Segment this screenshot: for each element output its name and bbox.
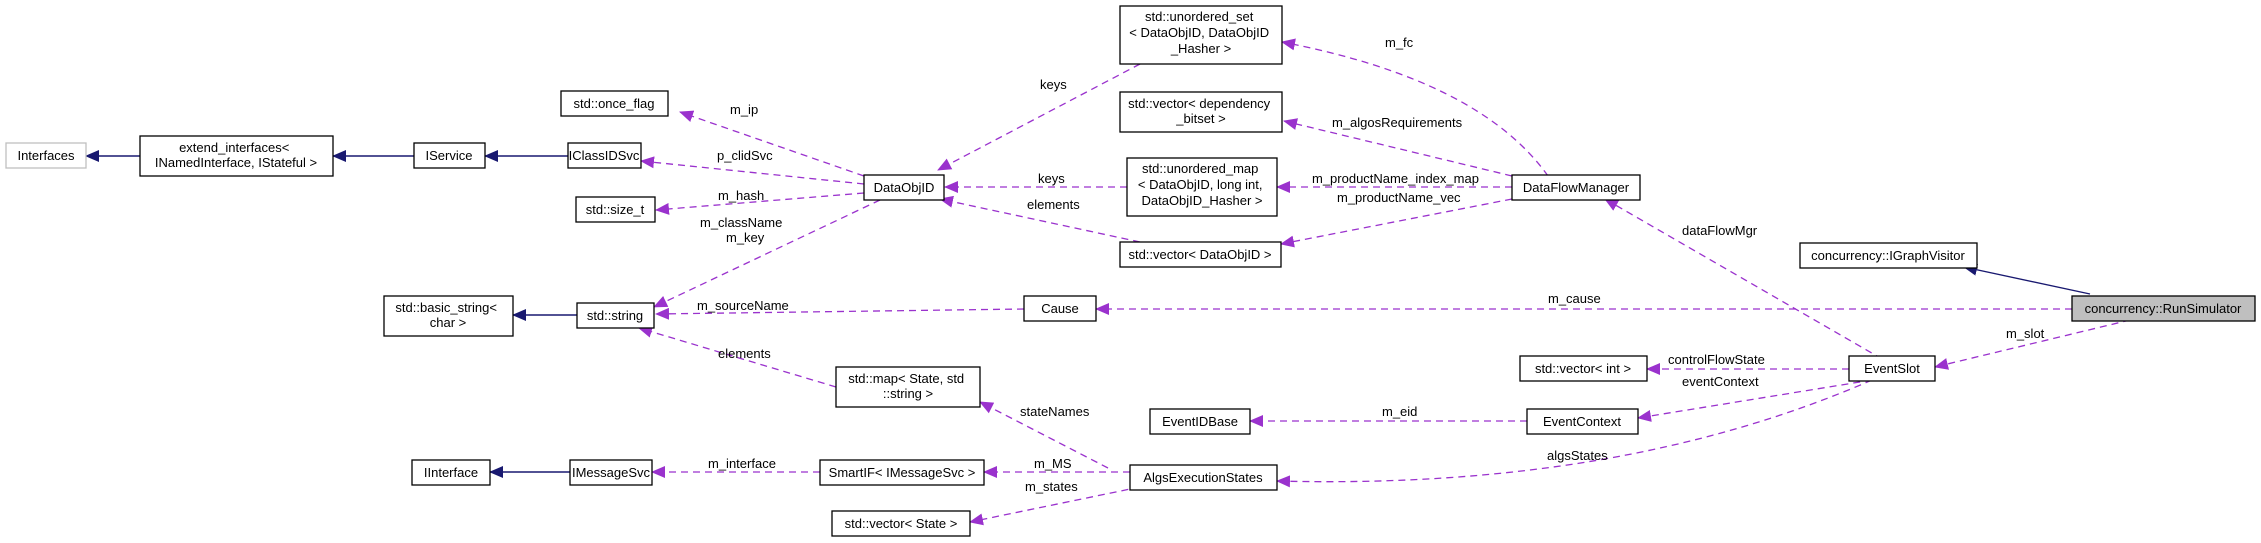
node-iinterface[interactable]: IInterface	[411, 459, 491, 486]
node-iclassidsvc[interactable]: IClassIDSvc	[567, 142, 642, 169]
label-algsstates: algsStates	[1547, 448, 1608, 463]
svg-text:Cause: Cause	[1041, 301, 1079, 316]
node-vector-dependency-bitset[interactable]: std::vector< dependency _bitset >	[1119, 91, 1283, 133]
label-m-states: m_states	[1025, 479, 1078, 494]
edge-dataobjid-to-sizet	[655, 192, 865, 215]
node-eventslot[interactable]: EventSlot	[1848, 355, 1936, 382]
label-m-algosrequirements: m_algosRequirements	[1332, 115, 1463, 130]
edge-runsimulator-to-eventslot	[1934, 319, 2131, 370]
svg-text:DataObjID: DataObjID	[874, 180, 935, 195]
svg-text:std::unordered_set < D: std::unordered_set < DataObjID, DataObjI…	[1129, 9, 1272, 56]
edge-runsimulator-to-igraphvisitor	[1963, 263, 2091, 295]
node-extend-interfaces[interactable]: extend_interfaces< INamedInterface, ISta…	[139, 135, 334, 177]
svg-text:IClassIDSvc: IClassIDSvc	[569, 148, 640, 163]
node-cause[interactable]: Cause	[1023, 295, 1097, 322]
edge-dataflowmanager-to-unorderedset	[1281, 38, 1549, 177]
label-m-productname-index-map: m_productName_index_map	[1312, 171, 1479, 186]
node-eventcontext[interactable]: EventContext	[1526, 408, 1639, 435]
node-imessagesvc[interactable]: IMessageSvc	[569, 459, 653, 486]
svg-text:std::vector< State >: std::vector< State >	[845, 516, 958, 531]
label-m-ms: m_MS	[1034, 456, 1072, 471]
svg-text:std::vector< DataObjID >: std::vector< DataObjID >	[1128, 247, 1271, 262]
label-keys-map: keys	[1038, 171, 1065, 186]
node-unordered-set[interactable]: std::unordered_set < DataObjID, DataObjI…	[1119, 5, 1283, 65]
label-statenames: stateNames	[1020, 404, 1090, 419]
edge-unorderedset-to-dataobjid	[937, 63, 1141, 171]
label-m-sourcename: m_sourceName	[697, 298, 789, 313]
label-p-clidsvc: p_clidSvc	[717, 148, 773, 163]
node-iservice[interactable]: IService	[413, 142, 486, 169]
label-m-eid: m_eid	[1382, 404, 1417, 419]
node-vector-int[interactable]: std::vector< int >	[1519, 355, 1648, 382]
edge-dataflowmanager-to-vectordep	[1283, 118, 1513, 177]
node-vector-dataobjid[interactable]: std::vector< DataObjID >	[1119, 241, 1282, 268]
edge-dataobjid-to-iclassidsvc	[640, 156, 865, 185]
edge-dataobjid-to-onceflag	[679, 110, 865, 177]
edge-eventslot-to-dataflowmanager	[1604, 198, 1883, 360]
svg-text:std::map< State, std :: std::map< State, std ::string >	[848, 371, 968, 401]
node-igraphvisitor[interactable]: concurrency::IGraphVisitor	[1799, 242, 1978, 269]
node-algsexecutionstates[interactable]: AlgsExecutionStates	[1129, 464, 1278, 491]
label-m-cause: m_cause	[1548, 291, 1601, 306]
node-once-flag[interactable]: std::once_flag	[560, 90, 669, 117]
node-basic-string[interactable]: std::basic_string< char >	[383, 295, 514, 337]
edge-vectordataobjid-to-dataobjid	[939, 195, 1141, 243]
label-elements-map: elements	[718, 346, 771, 361]
edge-eventslot-to-eventcontext	[1637, 379, 1873, 422]
edge-dataobjid-to-string	[653, 199, 881, 308]
node-size-t[interactable]: std::size_t	[575, 196, 656, 223]
svg-text:DataFlowManager: DataFlowManager	[1523, 180, 1630, 195]
edge-dataflowmanager-to-vectordataobjid	[1280, 198, 1513, 248]
node-vector-state[interactable]: std::vector< State >	[831, 510, 971, 537]
svg-text:std::string: std::string	[587, 308, 643, 323]
label-m-fc: m_fc	[1385, 35, 1414, 50]
node-string[interactable]: std::string	[576, 302, 655, 329]
svg-text:SmartIF< IMessageSvc >: SmartIF< IMessageSvc >	[829, 465, 976, 480]
svg-text:EventContext: EventContext	[1543, 414, 1621, 429]
node-map-state[interactable]: std::map< State, std ::string >	[835, 366, 981, 408]
label-keys-set: keys	[1040, 77, 1067, 92]
svg-text:Interfaces: Interfaces	[17, 148, 75, 163]
svg-text:IInterface: IInterface	[424, 465, 478, 480]
svg-text:std::once_flag: std::once_flag	[574, 96, 655, 111]
edge-algsexecutionstates-to-mapstate	[979, 401, 1109, 469]
edge-eventslot-to-algsexecutionstates	[1276, 379, 1873, 488]
edge-mapstate-to-string	[638, 325, 837, 388]
svg-text:concurrency::RunSimulator: concurrency::RunSimulator	[2085, 301, 2242, 316]
svg-text:extend_interfaces< INa: extend_interfaces< INamedInterface, ISta…	[155, 140, 317, 170]
label-m-slot: m_slot	[2006, 326, 2045, 341]
svg-text:std::unordered_map < D: std::unordered_map < DataObjID, long int…	[1138, 161, 1266, 208]
label-eventcontext: eventContext	[1682, 374, 1759, 389]
node-unordered-map[interactable]: std::unordered_map < DataObjID, long int…	[1126, 157, 1278, 217]
svg-text:std::basic_string< cha: std::basic_string< char >	[395, 300, 500, 330]
label-dataflowmgr: dataFlowMgr	[1682, 223, 1758, 238]
svg-text:std::vector< dependency: std::vector< dependency _bitset >	[1128, 96, 1274, 126]
label-m-classname-m-key: m_className m_key	[700, 215, 786, 245]
node-runsimulator[interactable]: concurrency::RunSimulator	[2071, 295, 2256, 322]
node-eventidbase[interactable]: EventIDBase	[1149, 408, 1251, 435]
edge-algsexecutionstates-to-vectorstate	[969, 486, 1141, 526]
svg-text:EventIDBase: EventIDBase	[1162, 414, 1238, 429]
label-m-interface: m_interface	[708, 456, 776, 471]
node-smartif[interactable]: SmartIF< IMessageSvc >	[819, 459, 985, 486]
label-m-productname-vec: m_productName_vec	[1337, 190, 1461, 205]
svg-text:AlgsExecutionStates: AlgsExecutionStates	[1143, 470, 1263, 485]
label-controlflowstate: controlFlowState	[1668, 352, 1765, 367]
svg-text:std::vector< int >: std::vector< int >	[1535, 361, 1631, 376]
label-elements-vec: elements	[1027, 197, 1080, 212]
svg-text:EventSlot: EventSlot	[1864, 361, 1920, 376]
label-m-ip: m_ip	[730, 102, 758, 117]
node-dataflowmanager[interactable]: DataFlowManager	[1511, 174, 1641, 201]
svg-text:IMessageSvc: IMessageSvc	[572, 465, 651, 480]
node-interfaces[interactable]: Interfaces	[5, 142, 87, 169]
svg-text:IService: IService	[426, 148, 473, 163]
label-m-hash: m_hash	[718, 188, 764, 203]
edge-cause-to-string	[655, 307, 1025, 320]
svg-text:concurrency::IGraphVisitor: concurrency::IGraphVisitor	[1811, 248, 1965, 263]
node-dataobjid[interactable]: DataObjID	[863, 174, 945, 201]
svg-text:std::size_t: std::size_t	[586, 202, 645, 217]
